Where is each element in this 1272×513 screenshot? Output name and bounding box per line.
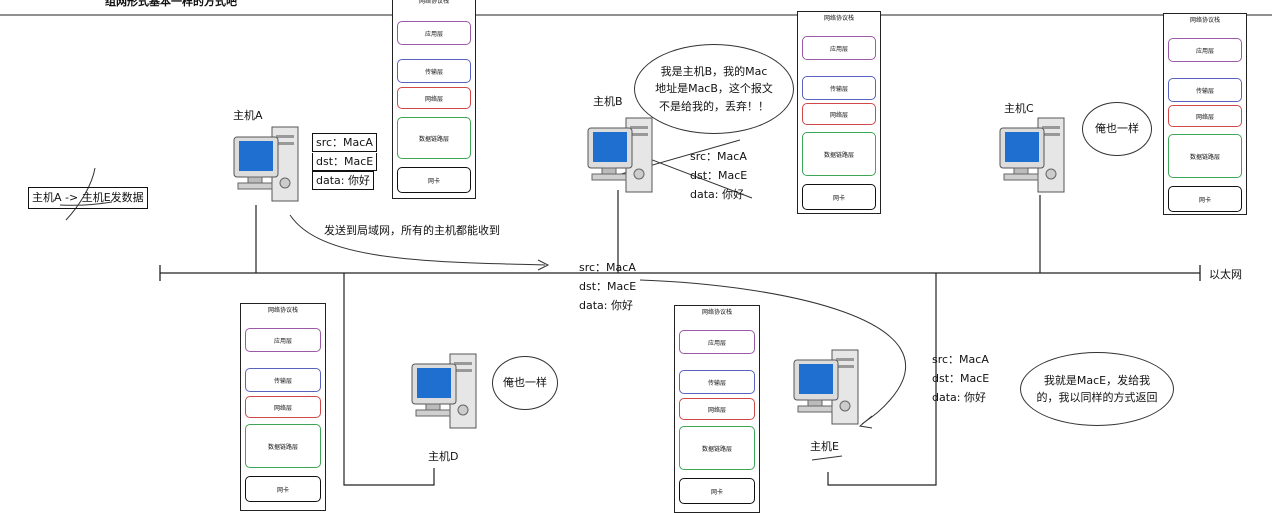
drop-host-d — [343, 273, 435, 486]
datalink-layer: 数据链路层 — [397, 117, 471, 159]
packet-dst: dst：MacE — [579, 280, 637, 293]
host-e-label: 主机E — [810, 440, 839, 453]
computer-icon — [587, 117, 653, 193]
nic-layer: 网卡 — [245, 476, 321, 502]
packet-bus: src：MacA dst：MacE data: 你好 — [579, 258, 636, 315]
packet-host-b: src：MacA dst：MacE data: 你好 — [690, 147, 747, 204]
protocol-stack-b: 网络协议栈 应用层 传输层 网络层 数据链路层 网卡 — [797, 11, 881, 214]
packet-src: src：MacA — [932, 353, 989, 366]
datalink-layer: 数据链路层 — [802, 132, 876, 176]
packet-dst: dst：MacE — [932, 372, 990, 385]
protocol-stack-a: 网络协议栈 应用层 传输层 网络层 数据链路层 网卡 — [392, 0, 476, 199]
bubble-line: 我就是MacE，发给我 — [1043, 373, 1151, 387]
stack-title: 网络协议栈 — [1189, 17, 1220, 24]
app-layer: 应用层 — [1168, 38, 1242, 62]
packet-host-a: src：MacA dst：MacE data: 你好 — [312, 133, 378, 190]
underline-host-e — [811, 455, 843, 461]
protocol-stack-d: 网络协议栈 应用层 传输层 网络层 数据链路层 网卡 — [240, 303, 326, 511]
network-layer: 网络层 — [1168, 105, 1242, 127]
stack-title: 网络协议栈 — [267, 307, 298, 314]
app-layer: 应用层 — [245, 328, 321, 352]
network-layer: 网络层 — [802, 103, 876, 125]
discard-strike-2 — [599, 139, 741, 181]
send-arrowhead — [537, 259, 550, 271]
protocol-stack-e: 网络协议栈 应用层 传输层 网络层 数据链路层 网卡 — [674, 305, 760, 513]
handwriting-scribble — [59, 167, 113, 221]
packet-host-e: src：MacA dst：MacE data: 你好 — [932, 350, 989, 407]
ethernet-label: 以太网 — [1209, 268, 1242, 281]
receive-arrow — [639, 279, 907, 425]
datalink-layer: 数据链路层 — [245, 424, 321, 468]
network-layer: 网络层 — [397, 87, 471, 109]
transport-layer: 传输层 — [1168, 78, 1242, 102]
bubble-text: 俺也一样 — [1095, 122, 1139, 136]
stack-title: 网络协议栈 — [418, 0, 449, 5]
network-layer: 网络层 — [679, 398, 755, 420]
drop-host-e — [827, 273, 937, 486]
app-layer: 应用层 — [397, 21, 471, 45]
host-b-label: 主机B — [593, 95, 623, 108]
speech-bubble-host-b: 我是主机B，我的Mac 地址是MacB，这个报文 不是给我的，丢弃！！ — [634, 44, 794, 134]
datalink-layer: 数据链路层 — [1168, 134, 1242, 178]
bubble-line: 地址是MacB，这个报文 — [655, 82, 773, 96]
bubble-line: 的，我以同样的方式返回 — [1036, 391, 1158, 404]
receive-arrowhead — [858, 415, 873, 429]
speech-bubble-host-d: 俺也一样 — [492, 356, 558, 410]
nic-layer: 网卡 — [679, 478, 755, 504]
packet-data: data: 你好 — [579, 299, 633, 312]
app-layer: 应用层 — [802, 36, 876, 60]
nic-layer: 网卡 — [1168, 186, 1242, 212]
host-c-label: 主机C — [1004, 102, 1034, 115]
transport-layer: 传输层 — [802, 76, 876, 100]
nic-layer: 网卡 — [397, 167, 471, 193]
speech-bubble-host-e: 我就是MacE，发给我 的，我以同样的方式返回 — [1020, 352, 1174, 426]
top-text-fragment: 组网形式基本一样的方式吧 — [105, 0, 237, 8]
protocol-stack-c: 网络协议栈 应用层 传输层 网络层 数据链路层 网卡 — [1163, 13, 1247, 215]
stack-title: 网络协议栈 — [823, 15, 854, 22]
packet-src: src：MacA — [690, 150, 747, 163]
computer-icon — [411, 353, 477, 429]
transport-layer: 传输层 — [679, 370, 755, 394]
packet-src: src：MacA — [579, 261, 636, 274]
computer-icon — [233, 126, 299, 202]
send-note: 发送到局域网，所有的主机都能收到 — [324, 224, 500, 237]
packet-data: data: 你好 — [312, 171, 374, 190]
transport-layer: 传输层 — [245, 368, 321, 392]
packet-data: data: 你好 — [932, 391, 986, 404]
stack-title: 网络协议栈 — [701, 309, 732, 316]
packet-src: src：MacA — [312, 133, 377, 152]
nic-layer: 网卡 — [802, 184, 876, 210]
host-d-label: 主机D — [428, 450, 459, 463]
packet-dst: dst：MacE — [690, 169, 748, 182]
transport-layer: 传输层 — [397, 59, 471, 83]
computer-icon — [999, 117, 1065, 193]
task-label: 主机A -> 主机E发数据 — [28, 187, 148, 209]
network-layer: 网络层 — [245, 396, 321, 418]
host-a-label: 主机A — [233, 109, 263, 122]
computer-icon — [793, 349, 859, 425]
app-layer: 应用层 — [679, 330, 755, 354]
bubble-line: 我是主机B，我的Mac — [660, 65, 768, 79]
send-arrow — [289, 214, 546, 266]
datalink-layer: 数据链路层 — [679, 426, 755, 470]
bubble-text: 俺也一样 — [503, 376, 547, 390]
packet-dst: dst：MacE — [312, 153, 378, 171]
bubble-line: 不是给我的，丢弃！！ — [658, 99, 769, 113]
speech-bubble-host-c: 俺也一样 — [1082, 102, 1152, 156]
packet-data: data: 你好 — [690, 188, 744, 201]
